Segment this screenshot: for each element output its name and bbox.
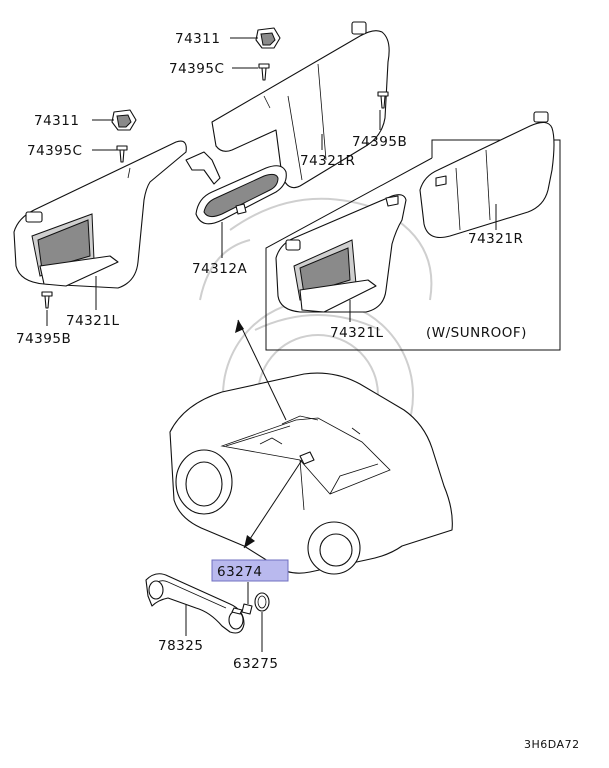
label-74395b-right[interactable]: 74395B [352, 134, 407, 150]
sunvisor-74321r-upper[interactable] [211, 21, 390, 189]
leader-arrows [235, 319, 303, 549]
cap-63275[interactable] [254, 592, 270, 612]
leader-lines [46, 37, 497, 652]
screw-74395c-left[interactable] [116, 145, 128, 163]
assist-grip-78325[interactable] [145, 573, 245, 634]
clip-74311-top[interactable] [255, 27, 281, 49]
label-sunroof-note: (W/SUNROOF) [426, 325, 527, 341]
part-labels: 74311 74395C 74311 74395C 74395B 74321R … [16, 31, 580, 751]
label-74311-top[interactable]: 74311 [175, 31, 220, 47]
label-74395c-left[interactable]: 74395C [27, 143, 82, 159]
label-63275[interactable]: 63275 [233, 656, 278, 672]
label-74395b-left[interactable]: 74395B [16, 331, 71, 347]
label-74321r-sunroof[interactable]: 74321R [468, 231, 523, 247]
clip-74311-left[interactable] [111, 109, 137, 131]
label-74321r-upper[interactable]: 74321R [300, 153, 355, 169]
label-74321l-left[interactable]: 74321L [66, 313, 119, 329]
sunroof-variant-box [265, 139, 561, 351]
screw-74395b-right[interactable] [377, 91, 389, 109]
label-63274[interactable]: 63274 [217, 564, 262, 580]
label-74395c-top[interactable]: 74395C [169, 61, 224, 77]
screw-63274[interactable] [231, 603, 253, 615]
screw-74395b-left[interactable] [41, 291, 53, 309]
label-74321l-sunroof[interactable]: 74321L [330, 325, 383, 341]
label-74311-left[interactable]: 74311 [34, 113, 79, 129]
figure-code: 3H6DA72 [524, 738, 580, 751]
part-highlight-63274 [211, 559, 289, 582]
sunvisor-74321r-sunroof[interactable] [419, 111, 555, 239]
label-74312a[interactable]: 74312A [192, 261, 247, 277]
sunvisor-74321l-sunroof[interactable] [275, 194, 407, 313]
screw-74395c-top[interactable] [258, 63, 270, 81]
rearview-mirror-74312a[interactable] [185, 151, 287, 225]
sunvisor-74321l-left[interactable] [13, 140, 187, 289]
label-78325[interactable]: 78325 [158, 638, 203, 654]
car-body-outline [169, 372, 453, 575]
